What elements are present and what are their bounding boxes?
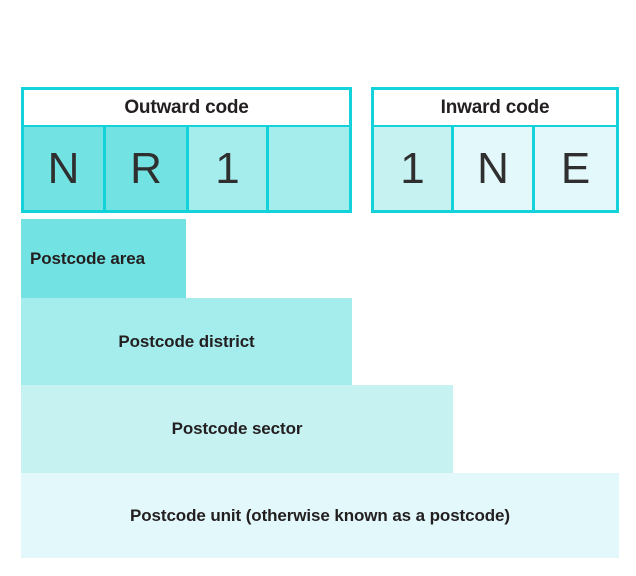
postcode-district-label: Postcode district <box>118 331 255 351</box>
outward-char-cell-2: R <box>106 127 189 210</box>
postcode-area-label: Postcode area <box>30 248 145 268</box>
postcode-district-band: Postcode district <box>21 298 352 385</box>
inward-char-cell-3: E <box>535 127 616 210</box>
outward-char-cell-3: 1 <box>189 127 269 210</box>
postcode-area-band: Postcode area <box>21 219 186 298</box>
postcode-unit-label: Postcode unit (otherwise known as a post… <box>130 505 510 525</box>
postcode-sector-label: Postcode sector <box>171 419 303 438</box>
postcode-sector-band: Postcode sector <box>21 385 453 473</box>
outward-character-row: N R 1 <box>21 127 352 213</box>
inward-char-cell-2: N <box>454 127 536 210</box>
outward-code-header: Outward code <box>21 87 352 128</box>
outward-char-cell-4 <box>269 127 349 210</box>
inward-character-row: 1 N E <box>371 127 619 213</box>
outward-char-cell-1: N <box>24 127 106 210</box>
postcode-unit-band: Postcode unit (otherwise known as a post… <box>21 473 619 558</box>
inward-code-table: Inward code 1 N E <box>371 87 619 213</box>
outward-code-table: Outward code N R 1 <box>21 87 352 213</box>
inward-code-header: Inward code <box>371 87 619 128</box>
inward-char-cell-1: 1 <box>374 127 455 210</box>
